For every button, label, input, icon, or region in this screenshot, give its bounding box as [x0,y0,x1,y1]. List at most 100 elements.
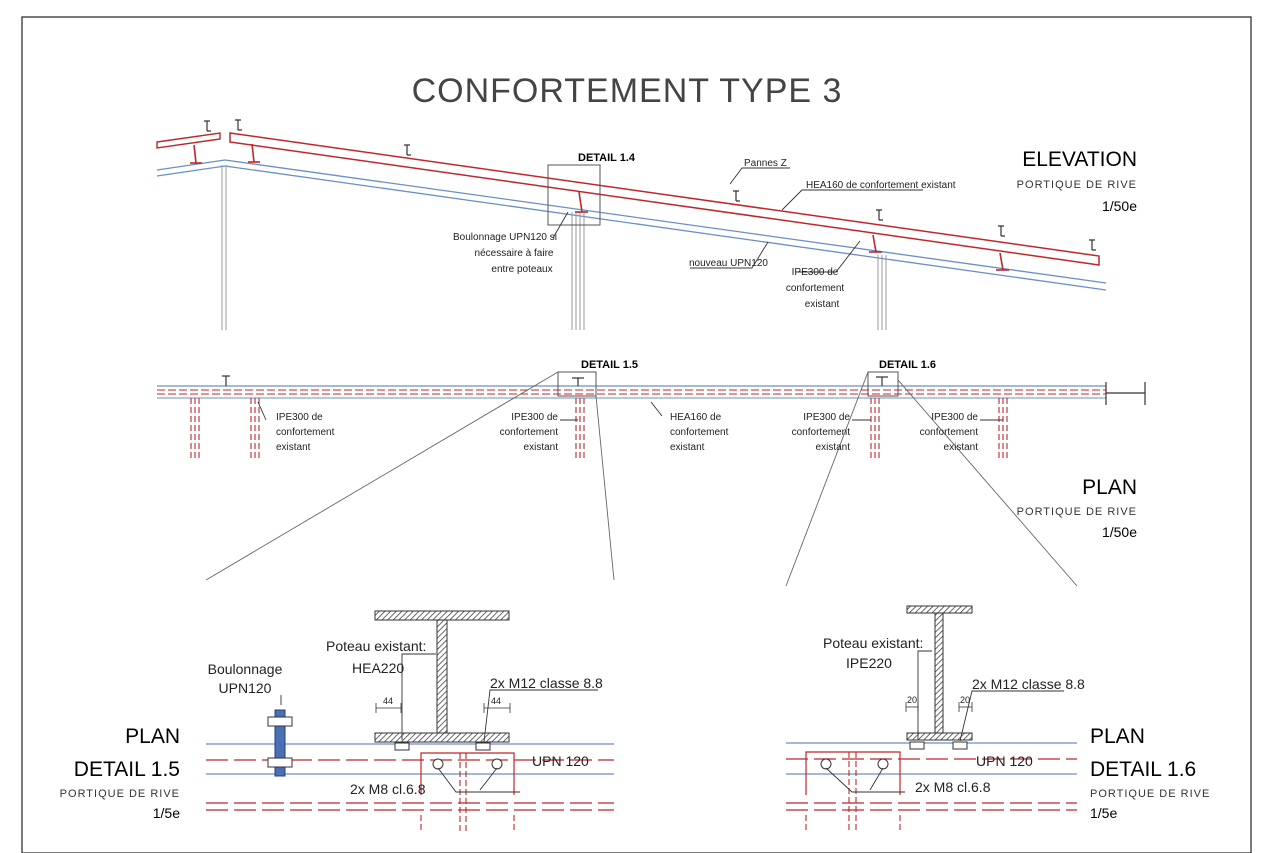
label-pannes: Pannes Z [744,158,787,169]
d16-dim-left: 20 [907,695,917,705]
d15-red-plate [420,752,515,795]
elevation-subtitle: PORTIQUE DE RIVE [1017,179,1137,191]
hea160-beam [229,132,1100,266]
label-boulonnage-3: entre poteaux [491,264,552,275]
elevation-scale: 1/50e [1102,198,1137,214]
d15-poteau-1: Poteau existant: [326,638,426,654]
label-boulonnage-1: Boulonnage UPN120 si [453,232,557,243]
plan-hea-3: existant [670,442,705,453]
d15-boulonnage-plate [274,709,286,777]
plan-end-marker [1105,382,1146,405]
drawing-title: CONFORTEMENT TYPE 3 [412,72,843,110]
d15-bolts-m12: 2x M12 classe 8.8 [490,675,603,691]
upn120-line-1 [224,159,1107,284]
d16-heading-1: PLAN [1090,725,1145,748]
plan-ipe-c-1: IPE300 de [803,412,850,423]
plan-ipe-a-3: existant [276,442,311,453]
upn120-line-2 [224,165,1107,291]
zoom-lines [205,371,1078,587]
d15-boulonnage-nuts [267,716,293,768]
elevation-leaders [552,167,923,273]
detail-14-box [547,164,601,226]
plan-view: DETAIL 1.5 DETAIL 1.6 IPE300 de conforte… [157,359,1146,587]
label-ipe300-elev-2: confortement [786,283,845,294]
plan-subtitle: PORTIQUE DE RIVE [1017,506,1137,518]
d15-m8-bolt-1 [432,758,444,770]
sheet-border [21,16,1252,853]
d16-subtitle: PORTIQUE DE RIVE [1090,788,1210,800]
d15-red-posts [420,753,515,833]
elevation-heading: ELEVATION [1022,148,1137,171]
label-boulonnage-2: nécessaire à faire [475,248,554,259]
d16-dim-right: 20 [960,695,970,705]
red-hangers [190,143,1009,271]
detail-16-box [867,371,899,397]
elevation-view: DETAIL 1.4 Pannes Z HEA160 de conforteme… [156,119,1137,330]
rafter-left-red [156,132,221,149]
d15-heading-2: DETAIL 1.5 [74,758,180,781]
plan-ipe-d-2: confortement [920,427,979,438]
plan-leaders [257,401,1003,421]
detail-16-view: 20 20 Poteau existant: IPE220 2x M12 cla… [786,605,1210,833]
ipe220-web [934,612,944,734]
plan-t-markers [222,375,888,386]
label-hea160: HEA160 de confortement existant [806,180,956,191]
d16-bolts-m8: 2x M8 cl.6.8 [915,779,991,795]
plan-hea-1: HEA160 de [670,412,722,423]
label-ipe300-elev-1: IPE300 de [792,267,839,278]
d15-bolts-m8: 2x M8 cl.6.8 [350,781,426,797]
plan-heading: PLAN [1082,476,1137,499]
label-ipe300-elev-3: existant [805,299,840,310]
z-purlins [204,119,1096,251]
d16-m8-bolt-1 [820,758,832,770]
d16-heading-2: DETAIL 1.6 [1090,758,1196,781]
d15-poteau-2: HEA220 [352,660,404,676]
hea220-bottom-flange [374,732,510,743]
plan-ipe-b-3: existant [524,442,559,453]
d16-upn: UPN 120 [976,753,1033,769]
d15-leaders [280,653,598,793]
d16-poteau-1: Poteau existant: [823,635,923,651]
d16-leaders [825,650,1064,793]
rafter-left-blue-1 [156,159,226,171]
plan-ipe-c-3: existant [816,442,851,453]
plan-scale: 1/50e [1102,524,1137,540]
d15-boulonnage-2: UPN120 [219,680,272,696]
detail-14-label: DETAIL 1.4 [578,152,636,164]
rafter-left-blue-2 [156,165,226,177]
d15-scale: 1/5e [153,805,180,821]
d16-m12-bolts [909,741,968,750]
plan-hea-2: confortement [670,427,729,438]
plan-ipe-d-1: IPE300 de [931,412,978,423]
plan-ipe-a-1: IPE300 de [276,412,323,423]
detail-15-label: DETAIL 1.5 [581,359,638,371]
plan-ipe-c-2: confortement [792,427,851,438]
d16-red-plate [805,751,901,795]
hea220-web [436,619,448,734]
ipe220-bottom-flange [906,732,973,741]
plan-ipe-b-1: IPE300 de [511,412,558,423]
detail-16-label: DETAIL 1.6 [879,359,936,371]
plan-ipe-d-3: existant [944,442,979,453]
d16-m8-bolt-2 [877,758,889,770]
d16-scale: 1/5e [1090,805,1117,821]
d15-m8-bolt-2 [491,758,503,770]
d15-m12-bolts [394,742,491,751]
elevation-columns [221,165,887,330]
ipe220-top-flange [906,605,973,614]
d15-dim-left: 44 [383,696,393,706]
d16-red-posts [805,752,901,833]
d15-boulonnage-1: Boulonnage [208,661,283,677]
d15-heading-1: PLAN [125,725,180,748]
label-nouveau-upn: nouveau UPN120 [689,258,768,269]
detail-15-view: 44 44 Poteau existant: HEA220 2x M12 cla… [60,610,614,833]
d15-upn: UPN 120 [532,753,589,769]
d16-bolts-m12: 2x M12 classe 8.8 [972,676,1085,692]
plan-ipe-b-2: confortement [500,427,559,438]
d15-dim-right: 44 [491,696,501,706]
detail-15-box [557,371,597,397]
hea220-top-flange [374,610,510,621]
d15-subtitle: PORTIQUE DE RIVE [60,788,180,800]
plan-ipe-a-2: confortement [276,427,335,438]
